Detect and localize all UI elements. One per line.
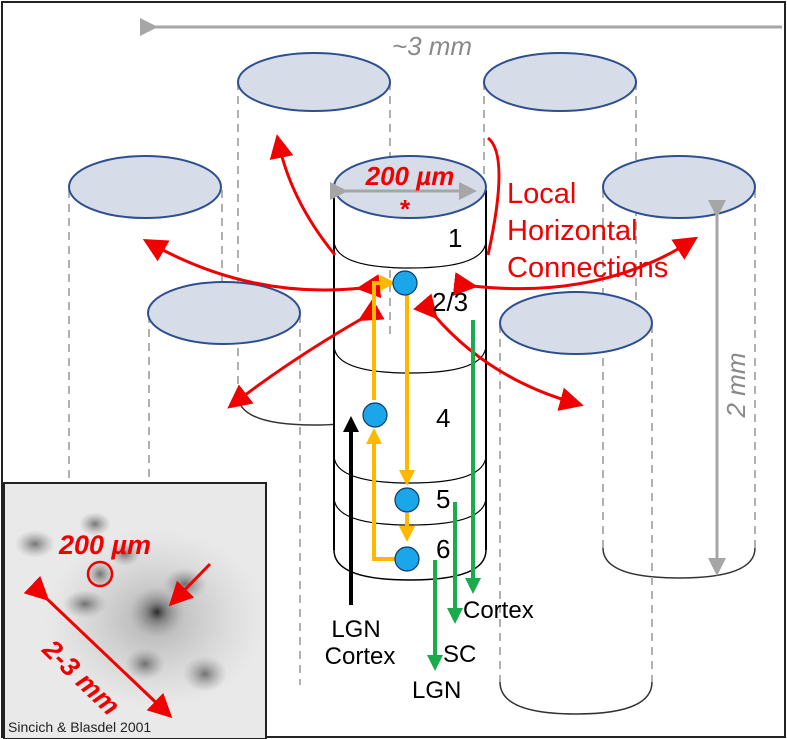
annotation-line-2: Horizontal <box>507 215 638 247</box>
column-diameter-label: 200 µm <box>365 161 455 191</box>
neuron-layer-23 <box>392 270 418 296</box>
neuron-layer-6 <box>394 546 420 572</box>
annotation-line-1: Local <box>507 178 576 210</box>
red-arrow-down-right <box>413 293 584 411</box>
annotation-line-3: Connections <box>507 252 668 284</box>
layer-label-23: 2/3 <box>432 287 468 317</box>
input-label-cortex: Cortex <box>325 643 396 670</box>
layer-label-4: 4 <box>436 403 450 433</box>
red-arrow-right <box>452 236 699 296</box>
gold-arrow-6-to-4 <box>366 428 396 561</box>
red-arrow-down-left <box>227 298 385 409</box>
layer-label-1: 1 <box>448 223 462 253</box>
inset-tissue-image: 200 µm 2-3 mm Sincich & Blasdel 2001 <box>3 482 267 739</box>
gold-arrow-4-to-23 <box>372 275 396 400</box>
layer-boundary-5 <box>333 496 487 526</box>
center-marker: * <box>400 194 411 224</box>
output-label-cortex: Cortex <box>463 597 534 624</box>
output-label-sc: SC <box>443 641 476 668</box>
column-front-right <box>499 291 653 715</box>
height-scale-label: 2 mm <box>721 353 751 419</box>
output-label-lgn: LGN <box>412 677 461 704</box>
inset-image-svg: 200 µm 2-3 mm Sincich & Blasdel 2001 <box>5 484 265 738</box>
neuron-layer-4 <box>362 402 388 428</box>
layer-label-6: 6 <box>436 534 450 564</box>
intracolumn-circuit <box>366 275 415 561</box>
neuron-layer-5 <box>394 487 420 513</box>
red-arrow-up-right <box>486 136 501 256</box>
layer-label-5: 5 <box>436 484 450 514</box>
width-scale-label: ~3 mm <box>392 31 472 61</box>
inset-citation: Sincich & Blasdel 2001 <box>8 719 151 735</box>
inset-center-arrow <box>168 562 212 607</box>
red-arrow-up-left <box>269 134 337 256</box>
red-arrow-left <box>142 239 382 299</box>
input-label-lgn: LGN <box>331 616 380 643</box>
inset-distance-arrow <box>23 575 173 719</box>
patch <box>86 560 114 588</box>
horizontal-connections <box>142 134 699 411</box>
inset-200um-label: 200 µm <box>58 530 151 560</box>
